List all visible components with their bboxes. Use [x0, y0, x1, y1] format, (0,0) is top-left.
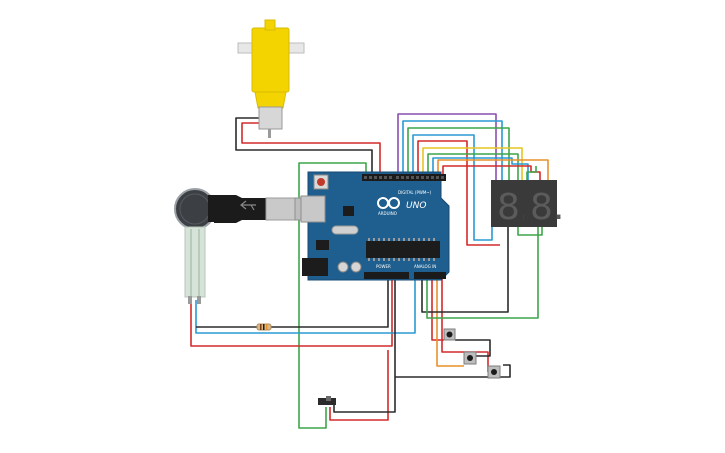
- pushbutton-2[interactable]: [463, 351, 477, 365]
- power-header-label: POWER: [376, 264, 391, 269]
- wire-resistor-black[interactable]: [196, 278, 389, 328]
- resistor-band-2: [263, 324, 265, 330]
- seven-segment-display-left[interactable]: 8.: [491, 180, 531, 228]
- wire-blue-3[interactable]: [432, 157, 529, 180]
- wire-button1-a[interactable]: [431, 278, 444, 341]
- wire-button2-orange[interactable]: [436, 278, 464, 367]
- wire-switch-red[interactable]: [329, 350, 389, 421]
- wire-button1-b[interactable]: [455, 339, 491, 357]
- resistor-band-1: [260, 324, 262, 330]
- display-right-digit: 8.: [530, 187, 564, 228]
- slide-switch[interactable]: [318, 396, 336, 405]
- pushbutton-3[interactable]: [487, 365, 501, 379]
- board-name: UNO: [406, 201, 426, 211]
- wire-switch-black[interactable]: [333, 278, 396, 413]
- board-atmega-chip: [366, 241, 440, 258]
- arduino-logo: [377, 197, 400, 209]
- analog-header[interactable]: [414, 272, 446, 279]
- usb-boot: [214, 195, 266, 223]
- force-sensor-pin-2: [197, 296, 201, 304]
- board-brand: ARDUINO: [378, 211, 397, 216]
- motor-can: [258, 106, 283, 130]
- digital-header-label: DIGITAL (PWM~): [398, 190, 432, 195]
- force-sensor[interactable]: [174, 188, 216, 304]
- wire-blue-2[interactable]: [412, 134, 493, 241]
- wire-sensor-blue[interactable]: [195, 278, 416, 334]
- dc-motor[interactable]: [237, 19, 305, 138]
- power-header[interactable]: [364, 272, 409, 279]
- force-sensor-pin-1: [188, 296, 192, 304]
- resistor[interactable]: [256, 323, 272, 331]
- wire-sensor-red[interactable]: [190, 278, 393, 347]
- display-right-body: [524, 180, 557, 227]
- resistor-band-3: [266, 324, 268, 330]
- board-capacitor-2: [350, 261, 362, 273]
- board-power-jack: [302, 258, 328, 276]
- seven-segment-display-right[interactable]: 8.: [524, 180, 564, 228]
- atmega-pins: [368, 238, 435, 261]
- board-small-chip: [343, 206, 354, 216]
- slide-switch-body: [318, 398, 336, 405]
- force-sensor-tail: [184, 226, 206, 298]
- wire-green-display2[interactable]: [526, 166, 537, 180]
- motor-body: [254, 91, 287, 109]
- wire-green-display[interactable]: [426, 226, 539, 319]
- wire-purple[interactable]: [397, 113, 497, 180]
- wire-green-switch[interactable]: [298, 162, 367, 429]
- wire-button-black[interactable]: [395, 364, 511, 378]
- board-capacitor-1: [337, 261, 349, 273]
- wire-red-top[interactable]: [417, 140, 500, 246]
- wire-black-display[interactable]: [421, 226, 509, 313]
- motor-terminal: [268, 129, 271, 138]
- motor-shaft: [264, 19, 276, 31]
- wire-motor-black[interactable]: [235, 117, 373, 176]
- reset-button-cap[interactable]: [317, 178, 325, 186]
- slide-switch-knob[interactable]: [326, 396, 331, 401]
- board-crystal: [331, 225, 359, 235]
- motor-mount-right: [287, 42, 305, 54]
- board-usb-port: [300, 195, 326, 223]
- analog-header-label: ANALOG IN: [414, 264, 436, 269]
- usb-connector: [265, 197, 297, 221]
- pushbutton-1[interactable]: [443, 328, 456, 341]
- motor-gearbox: [251, 27, 290, 93]
- wire-orange[interactable]: [437, 159, 549, 180]
- usb-icon: [240, 200, 256, 211]
- display-left-body: [491, 180, 524, 227]
- digital-header-pins: [364, 176, 444, 179]
- wire-red-display2[interactable]: [442, 165, 541, 180]
- board-regulator: [316, 240, 329, 250]
- wire-blue-1[interactable]: [402, 120, 503, 180]
- arduino-uno-board[interactable]: DIGITAL (PWM~) ARDUINO UNO POWER AN: [300, 171, 450, 281]
- wire-motor-red[interactable]: [241, 122, 381, 176]
